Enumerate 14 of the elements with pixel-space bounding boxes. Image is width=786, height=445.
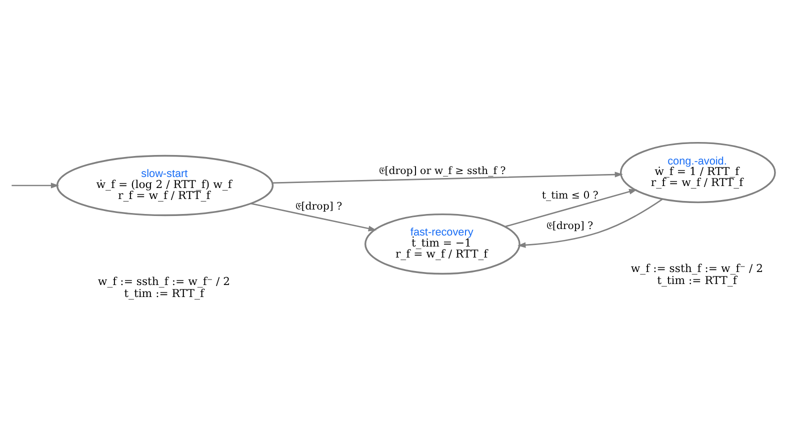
label: w_f := ssth_f := w_f⁻ / 2 t_tim := RTT_f [98, 274, 230, 300]
arrow [505, 188, 638, 227]
node-ellipse: cong.-avoid. ẇ_f = 1 / RTT_f r_f = w_f / RTT_f [620, 141, 776, 203]
arrow [12, 182, 60, 188]
arrow [272, 171, 624, 184]
label: w_f := ssth_f := w_f⁻ / 2 t_tim := RTT_f [630, 261, 764, 287]
edge-label: 𝔈[drop] ? [546, 220, 594, 232]
node-ellipse: fast-recovery ṫ_tim = −1 r_f = w_f / RTT_f [364, 212, 520, 274]
edge-label: 𝔈[drop] ? [295, 200, 342, 212]
edge-label: 𝔈[drop] or w_f ≥ ssth_f ? [378, 165, 506, 176]
node-ellipse: slow-start ẇ_f = (log 2 / RTT_f) w_f r_f = w_f / RTT_f [56, 154, 274, 216]
edge-label: t_tim ≤ 0 ? [542, 190, 598, 201]
arrow [250, 202, 377, 231]
arrow [517, 198, 663, 248]
